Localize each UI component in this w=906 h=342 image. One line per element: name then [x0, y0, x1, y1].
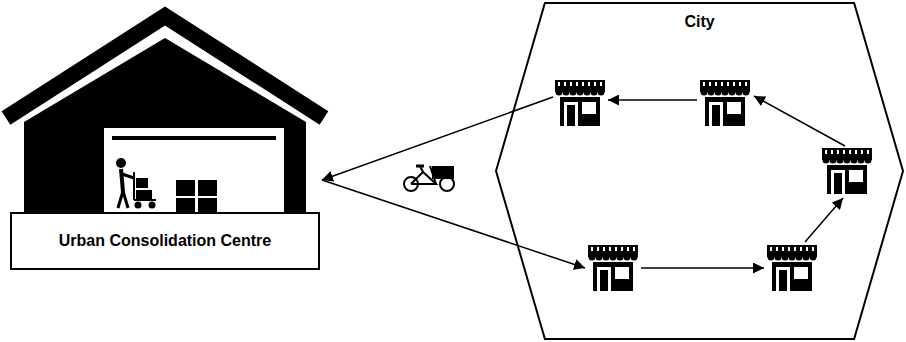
- region-heading: City: [684, 13, 714, 30]
- city-region: City: [495, 2, 904, 340]
- delivery-connector: [322, 97, 553, 180]
- shop-icons: [555, 80, 872, 291]
- hexagon-shape: [496, 3, 903, 339]
- node-label: Urban Consolidation Centre: [59, 231, 271, 250]
- consolidation-centre: Urban Consolidation Centre: [8, 6, 322, 272]
- delivery-connector: [322, 180, 585, 268]
- delivery-route: [608, 96, 845, 268]
- cargo-bike-icon: [404, 166, 454, 191]
- hexagon-outline: [495, 2, 904, 340]
- warehouse-icon: [6, 16, 324, 216]
- label-box: Urban Consolidation Centre: [10, 212, 320, 270]
